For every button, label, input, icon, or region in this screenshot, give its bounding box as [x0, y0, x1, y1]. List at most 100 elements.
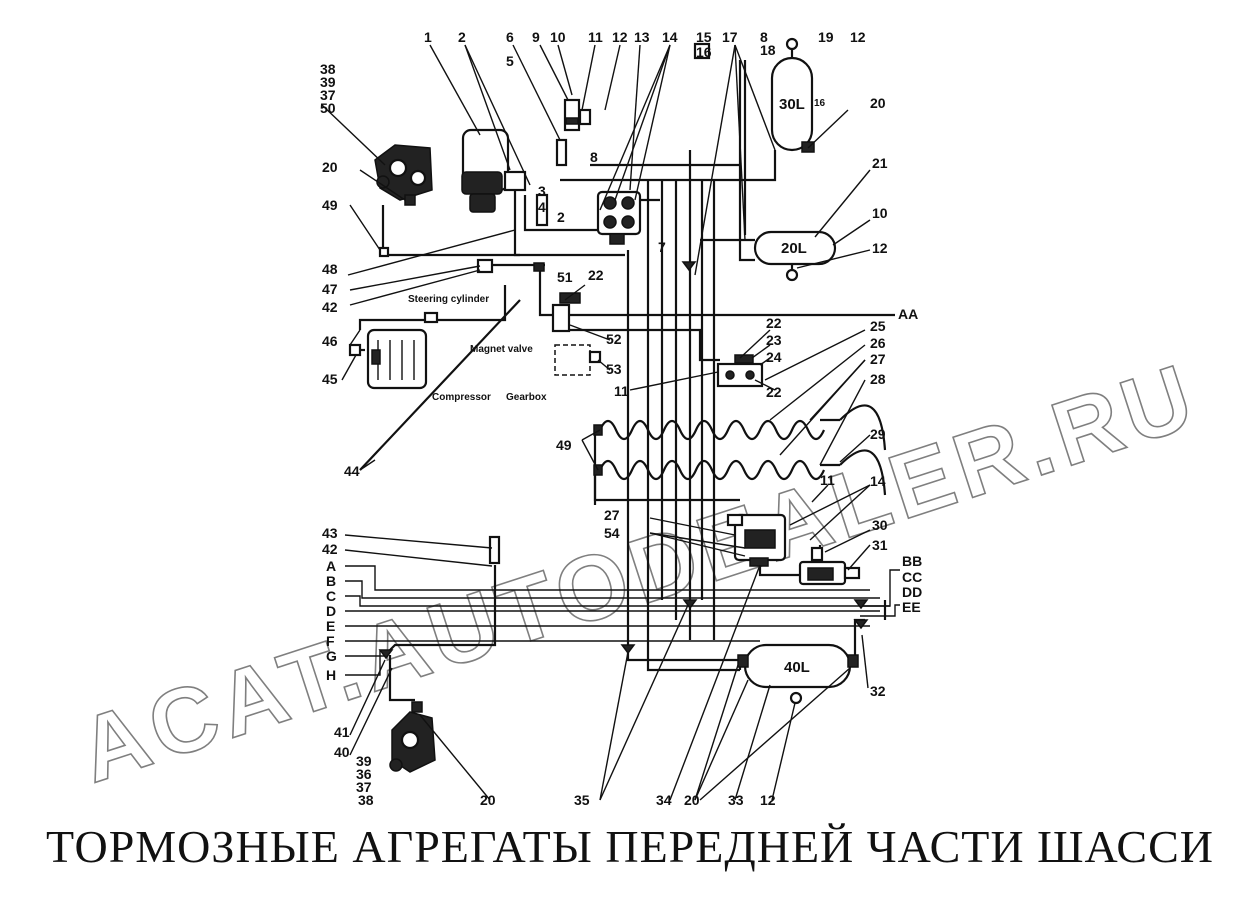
- callout-31: 31: [872, 537, 888, 553]
- callout-9: 9: [532, 29, 540, 45]
- magnet-valve: [533, 262, 581, 333]
- callout-37b: 37: [356, 779, 372, 795]
- callout-16: 16: [696, 44, 712, 60]
- callout-27b: 27: [604, 507, 620, 523]
- air-dryer: [461, 128, 549, 227]
- callout-22a: 22: [588, 267, 604, 283]
- callout-2b: 2: [557, 209, 565, 225]
- callout-43: 43: [322, 525, 338, 541]
- callout-2: 2: [458, 29, 466, 45]
- callout-22b: 22: [766, 315, 782, 331]
- callout-numbers: 1 2 6 5 9 10 11 12 13 14 15 16 17 8 18 1…: [320, 29, 888, 808]
- callout-46: 46: [322, 333, 338, 349]
- tank-40l-label: 40L: [784, 659, 810, 676]
- tank-20l: 20L: [753, 230, 837, 282]
- callout-44: 44: [344, 463, 360, 479]
- callout-3: 3: [538, 183, 546, 199]
- four-circuit-valve: [596, 190, 642, 245]
- line-g: G: [326, 648, 337, 664]
- foot-brake-valve: [726, 513, 787, 567]
- note-labels: Steering cylinder Magnet valve Compresso…: [408, 294, 547, 403]
- callout-52: 52: [606, 331, 622, 347]
- callout-10: 10: [550, 29, 566, 45]
- line-cc: CC: [902, 569, 922, 585]
- left-line-letters: A B C D E F G H: [326, 558, 337, 683]
- callout-42b: 42: [322, 541, 338, 557]
- callout-11c: 11: [820, 472, 835, 488]
- callout-42a: 42: [322, 299, 338, 315]
- callout-51: 51: [557, 269, 573, 285]
- callout-38a: 38: [320, 61, 336, 77]
- callout-24: 24: [766, 349, 782, 365]
- callout-40: 40: [334, 744, 350, 760]
- tee-junctions: [378, 261, 869, 660]
- callout-38b: 38: [358, 792, 374, 808]
- callout-37a: 37: [320, 87, 336, 103]
- callout-25: 25: [870, 318, 886, 334]
- pipework: [345, 60, 900, 702]
- line-aa: AA: [898, 306, 918, 322]
- callout-53: 53: [606, 361, 622, 377]
- callout-11: 11: [588, 29, 603, 45]
- callout-18: 18: [760, 42, 776, 58]
- callout-39b: 39: [356, 753, 372, 769]
- line-d: D: [326, 603, 336, 619]
- callout-54: 54: [604, 525, 620, 541]
- note-steering: Steering cylinder: [408, 294, 489, 305]
- note-gearbox: Gearbox: [506, 392, 547, 403]
- callout-35: 35: [574, 792, 590, 808]
- callout-32: 32: [870, 683, 886, 699]
- callout-5: 5: [506, 53, 514, 69]
- callout-49a: 49: [322, 197, 338, 213]
- relay-valve-lower: [798, 546, 861, 586]
- callout-8b: 8: [590, 149, 598, 165]
- note-magnet: Magnet valve: [470, 344, 533, 355]
- callout-26: 26: [870, 335, 886, 351]
- callout-20a: 20: [870, 95, 886, 111]
- callout-19: 19: [818, 29, 834, 45]
- callout-27a: 27: [870, 351, 886, 367]
- note-compressor: Compressor: [432, 392, 491, 403]
- gearbox-box: [554, 344, 602, 376]
- callout-45: 45: [322, 371, 338, 387]
- line-a: A: [326, 558, 336, 574]
- callout-17: 17: [722, 29, 738, 45]
- relay-valve-mid: [716, 354, 764, 388]
- leader-lines: [321, 44, 871, 801]
- callout-20c: 20: [480, 792, 496, 808]
- callout-20d: 20: [684, 792, 700, 808]
- callout-47: 47: [322, 281, 338, 297]
- callout-12b: 12: [850, 29, 866, 45]
- callout-12: 12: [612, 29, 628, 45]
- callout-30: 30: [872, 517, 888, 533]
- callout-48: 48: [322, 261, 338, 277]
- callout-1: 1: [424, 29, 432, 45]
- callout-14: 14: [662, 29, 678, 45]
- callout-21: 21: [872, 155, 888, 171]
- line-e: E: [326, 618, 335, 634]
- front-brake-chamber-lower: [389, 701, 436, 773]
- callout-36b: 36: [356, 766, 372, 782]
- tank-30l-label: 30L: [779, 96, 805, 113]
- callout-50: 50: [320, 100, 336, 116]
- callout-16b: 16: [814, 98, 826, 109]
- line-dd: DD: [902, 584, 922, 600]
- callout-14b: 14: [870, 473, 886, 489]
- line-f: F: [326, 633, 335, 649]
- line-ee: EE: [902, 599, 921, 615]
- callout-4: 4: [538, 199, 546, 215]
- callout-29: 29: [870, 426, 886, 442]
- line-c: C: [326, 588, 336, 604]
- callout-11b: 11: [614, 383, 629, 399]
- callout-33: 33: [728, 792, 744, 808]
- front-brake-chamber-upper: [374, 144, 433, 206]
- compressor: [366, 328, 428, 390]
- callout-12c: 12: [872, 240, 888, 256]
- callout-41: 41: [334, 724, 350, 740]
- callout-28: 28: [870, 371, 886, 387]
- watermark: ACAT.AUTODEALER.RU: [68, 344, 1210, 802]
- callout-10b: 10: [872, 205, 888, 221]
- callout-7: 7: [658, 239, 666, 255]
- callout-12d: 12: [760, 792, 776, 808]
